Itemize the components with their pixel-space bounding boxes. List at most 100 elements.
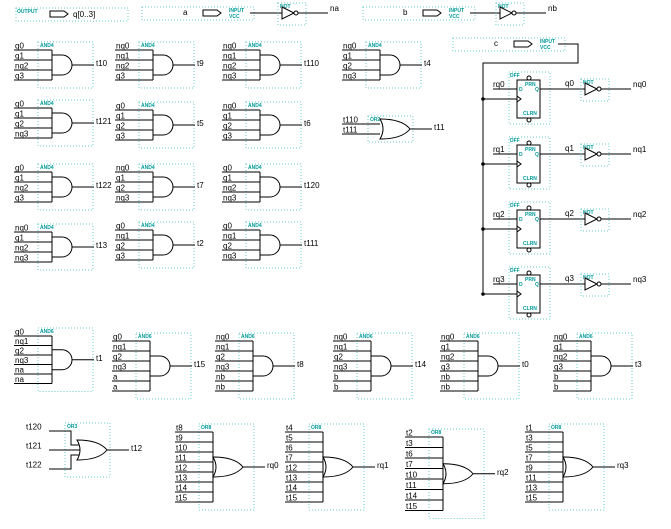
junction-dot xyxy=(481,162,485,166)
input-label: t111 xyxy=(343,126,358,135)
clrn-label: CLRN xyxy=(523,176,537,182)
instance-box xyxy=(580,273,610,297)
dff-type-label: DFF xyxy=(510,73,520,79)
pin-name: b xyxy=(403,8,408,17)
input-label: q3 xyxy=(116,132,125,141)
input-label: nq2 xyxy=(223,62,237,71)
input-label: t4 xyxy=(286,424,293,433)
gate-type-label: AND4 xyxy=(141,103,155,109)
input-label: q0 xyxy=(223,222,232,231)
input-label: q3 xyxy=(116,72,125,81)
input-label: t110 xyxy=(343,116,359,125)
q-label: Q xyxy=(535,217,539,223)
and-gate-body xyxy=(590,355,612,377)
and-gate-body xyxy=(152,54,174,76)
input-label: nb xyxy=(441,383,450,392)
gate-type-label: NOT xyxy=(583,275,594,281)
gate-type-label: AND4 xyxy=(141,43,155,49)
clock-net xyxy=(482,43,579,292)
and-gate-body xyxy=(259,234,281,256)
input-label: q2 xyxy=(223,122,232,131)
input-label: q0 xyxy=(116,222,125,231)
gate-type-label: NOT xyxy=(498,4,509,10)
instance-box xyxy=(580,208,610,232)
or-gate-body xyxy=(212,456,244,478)
input-label: t14 xyxy=(176,484,188,493)
input-label: nq0 xyxy=(334,333,348,342)
input-label: a xyxy=(113,373,118,382)
input-label: nq1 xyxy=(223,232,237,241)
output-label: t0 xyxy=(522,360,529,369)
input-label: q2 xyxy=(334,353,343,362)
input-label: q1 xyxy=(223,112,232,121)
input-label: t15 xyxy=(406,502,418,511)
or-gate-body xyxy=(379,118,411,140)
pin-type: INPUT xyxy=(540,39,555,45)
output-label: nq0 xyxy=(633,80,647,89)
input-label: nq0 xyxy=(116,42,130,51)
or-gate-body xyxy=(562,456,594,478)
gate-type-label: AND4 xyxy=(141,165,155,171)
wire xyxy=(49,454,81,470)
q-net-label: q3 xyxy=(565,274,574,283)
q-net-label: q1 xyxy=(565,144,574,153)
input-label: nq3 xyxy=(15,356,29,365)
instance-box xyxy=(37,327,94,392)
input-label: nq3 xyxy=(15,130,29,139)
clrn-label: CLRN xyxy=(523,241,537,247)
q-label: Q xyxy=(535,282,539,288)
instance-box xyxy=(308,423,365,511)
input-label: t11 xyxy=(176,454,187,463)
input-label: nq0 xyxy=(15,224,29,233)
input-label: q2 xyxy=(216,353,225,362)
input-label: nq0 xyxy=(441,333,455,342)
prn-bubble xyxy=(526,75,532,81)
input-label: t11 xyxy=(406,481,417,490)
q-net-label: q2 xyxy=(565,209,574,218)
and-gate-body xyxy=(152,176,174,198)
pin-type: OUTPUT xyxy=(17,9,38,15)
input-label: nq1 xyxy=(216,343,230,352)
clrn-bubble xyxy=(526,247,532,253)
